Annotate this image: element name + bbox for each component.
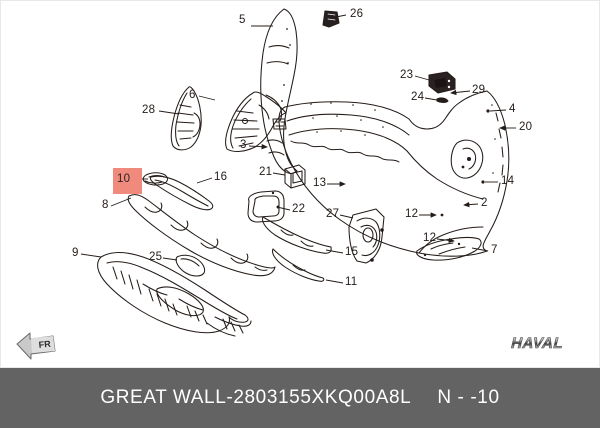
bumper-exploded-drawing [80,8,516,337]
callout-4[interactable]: 4 [509,103,516,115]
haval-logo-text: HAVAL [509,335,565,352]
part-12-upper-shape [440,213,444,217]
footer-content: GREAT WALL - 2803155XKQ00A8L N - -10 [100,387,499,409]
callout-24[interactable]: 24 [411,91,425,103]
part-6-shape [225,91,287,152]
callout-7[interactable]: 7 [491,244,498,256]
front-direction-arrow-icon: FR [16,332,56,360]
callout-15[interactable]: 15 [345,246,359,258]
callout-16[interactable]: 16 [214,171,228,183]
callout-2[interactable]: 2 [481,197,488,209]
leader-lines [80,14,516,284]
callout-26[interactable]: 26 [350,8,364,20]
footer-brand: GREAT WALL [100,387,227,408]
callout-10[interactable]: 10 [117,173,131,185]
part-10-shape [142,172,168,186]
callout-25[interactable]: 25 [149,251,163,263]
callout-27[interactable]: 27 [326,208,340,220]
footer-part-number: 2803155XKQ00A8L [233,387,412,408]
haval-brand-logo: HAVAL [509,335,566,352]
fr-icon-label: FR [38,339,51,350]
callout-13[interactable]: 13 [313,177,327,189]
part-25-shape [175,254,206,277]
part-9-shape [97,251,252,337]
callout-9[interactable]: 9 [72,247,79,259]
part-8-shape [127,194,276,277]
footer-suffix: N - -10 [437,387,500,408]
main-bumper-cover-outline [278,90,510,257]
footer-separator: - [226,387,234,408]
part-3-main-bumper-upper [284,101,410,163]
part-21-shape [284,164,306,189]
part-11-shape [272,248,325,282]
part-22-shape [247,190,285,223]
callout-5[interactable]: 5 [239,14,246,26]
callout-23[interactable]: 23 [400,69,414,81]
callout-28[interactable]: 28 [142,104,156,116]
callout-21[interactable]: 21 [259,166,273,178]
part-26-shape [322,10,340,28]
part-15-shape [262,216,332,254]
callout-12-lower[interactable]: 12 [423,232,437,244]
callout-12-upper[interactable]: 12 [405,208,419,220]
footer-bar: GREAT WALL - 2803155XKQ00A8L N - -10 [0,368,600,428]
callout-6[interactable]: 6 [189,89,196,101]
callout-11[interactable]: 11 [345,276,358,288]
part-24-shape [436,97,449,104]
callout-14[interactable]: 14 [501,175,515,187]
highlight-box-part-10 [113,168,142,194]
diagram-canvas: 10 5 26 23 29 24 4 20 28 6 3 14 2 16 21 … [0,0,600,368]
part-5-shape [260,8,298,174]
part-27-shape [348,208,385,264]
callout-8[interactable]: 8 [102,199,109,211]
callout-29[interactable]: 29 [472,84,486,96]
part-23-shape [428,71,456,94]
callout-3[interactable]: 3 [240,139,247,151]
callout-22[interactable]: 22 [292,203,306,215]
part-28-shape [170,86,202,151]
callout-20[interactable]: 20 [519,121,533,133]
